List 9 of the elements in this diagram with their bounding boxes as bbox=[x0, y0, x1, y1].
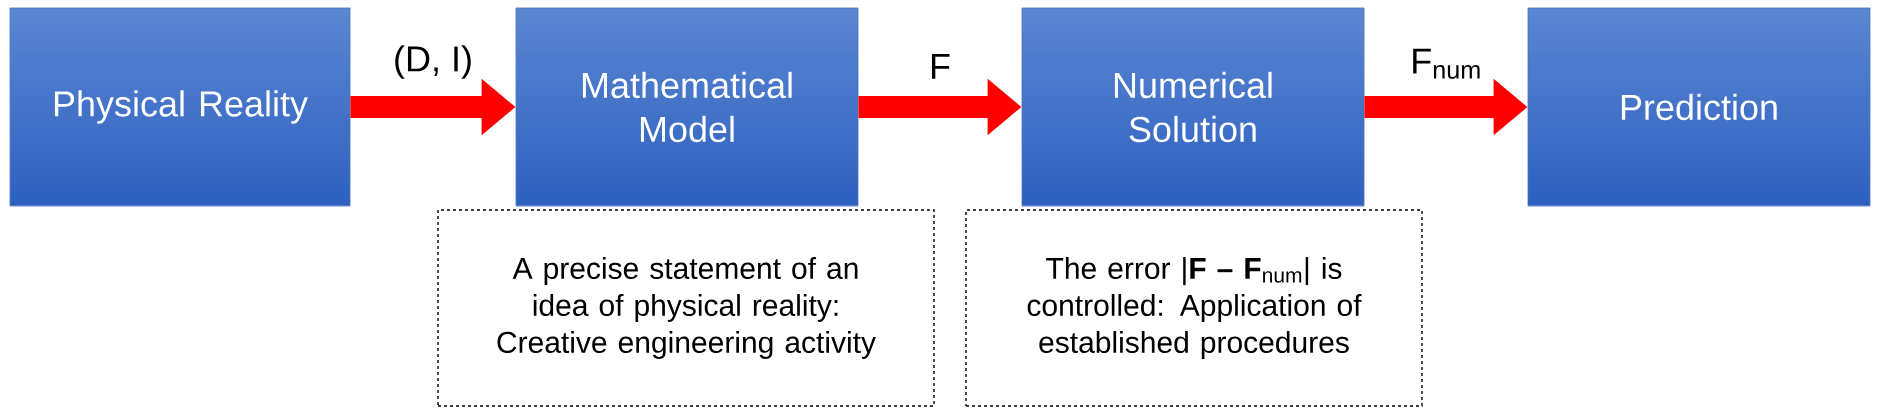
note-box: A precise statement of an idea of physical reality: Creative engineering activity bbox=[437, 209, 935, 407]
process-box: Physical Reality bbox=[9, 7, 351, 207]
process-box: Prediction bbox=[1527, 7, 1871, 207]
edge-label: (D, I) bbox=[395, 45, 471, 79]
process-box: Mathematical Model bbox=[515, 7, 859, 207]
edge-label: F$_{num}$ bbox=[1413, 48, 1480, 79]
process-box: Numerical Solution bbox=[1021, 7, 1365, 207]
note-box: The error |F – F$_{num}$| is controlled: Application of established procedures bbox=[965, 209, 1423, 407]
edge-label: F bbox=[931, 54, 950, 79]
